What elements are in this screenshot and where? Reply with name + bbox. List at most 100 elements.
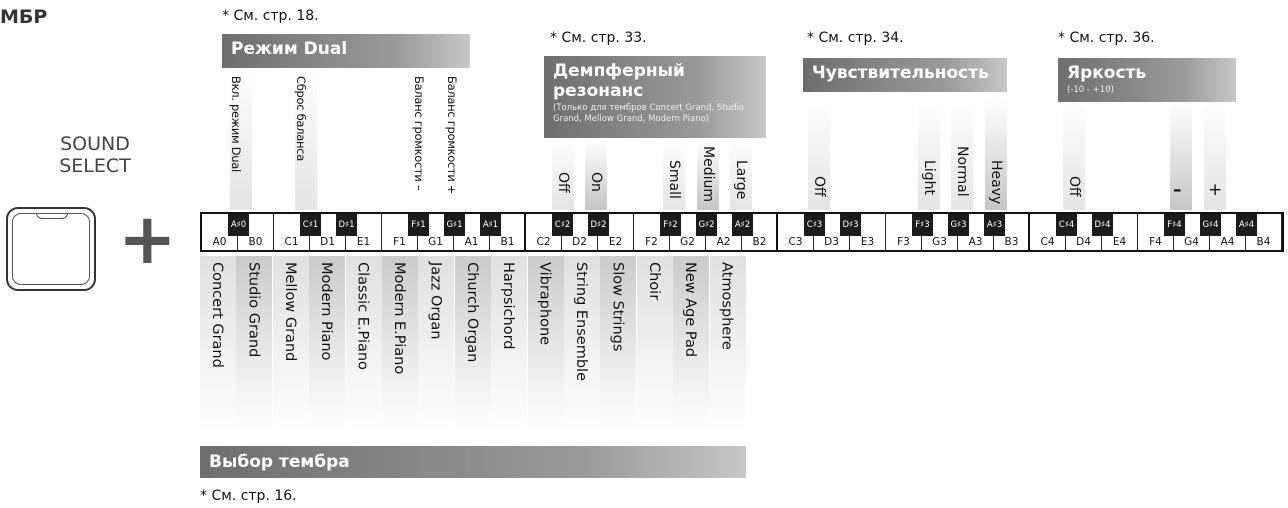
damper-header-title: Демпферный резонанс (553, 61, 685, 101)
dual-strip-1 (230, 68, 252, 210)
white-key-label: E3 (860, 236, 875, 248)
sound-note: * См. стр. 16. (200, 488, 297, 504)
white-key[interactable]: E1 (346, 214, 382, 250)
sound-label: Harpsichord (500, 262, 517, 350)
damper-header: Демпферный резонанс (Только для тембров … (544, 56, 766, 138)
white-key[interactable]: E3 (850, 214, 886, 250)
white-key-label: A1 (464, 236, 479, 248)
black-key[interactable]: C♯1 (300, 214, 321, 236)
black-key[interactable]: G♯3 (948, 214, 969, 236)
white-key-label: E4 (1112, 236, 1127, 248)
label-damper-off: Off (555, 172, 571, 193)
dual-header: Режим Dual (222, 34, 470, 68)
sound-strip (272, 256, 309, 430)
sound-strip (382, 256, 418, 430)
sound-strip (600, 256, 637, 430)
white-key-label: C4 (1040, 236, 1055, 248)
black-key[interactable]: G♯1 (444, 214, 465, 236)
white-key-label: C1 (284, 236, 299, 248)
damper-strip-small (663, 140, 685, 210)
damper-strip-large (730, 140, 752, 210)
black-key[interactable]: F♯3 (912, 214, 933, 236)
sound-label: Church Organ (463, 262, 480, 363)
black-key[interactable]: C♯2 (552, 214, 573, 236)
label-brightness-minus: – (1173, 180, 1182, 200)
black-key[interactable]: A♯2 (732, 214, 753, 236)
white-key-label: B2 (752, 236, 767, 248)
section-title-fragment: МБР (0, 6, 48, 28)
sound-strip (673, 256, 710, 430)
label-touch-heavy: Heavy (988, 160, 1004, 205)
white-key[interactable]: E2 (598, 214, 634, 250)
sound-label: Classic E.Piano (354, 262, 371, 370)
white-key-label: E1 (356, 236, 371, 248)
plus-icon: + (118, 198, 177, 280)
black-key[interactable]: D♯4 (1092, 214, 1113, 236)
brightness-strip-minus (1170, 102, 1192, 210)
black-key[interactable]: A♯0 (228, 214, 249, 236)
label-balance-minus: Баланс громкости – (412, 76, 426, 191)
white-key-label: B4 (1256, 236, 1271, 248)
sound-label: Modern E.Piano (391, 262, 407, 375)
sound-label: Concert Grand (209, 262, 225, 368)
black-key[interactable]: D♯2 (588, 214, 609, 236)
sound-label: Modern Piano (318, 262, 335, 361)
black-key[interactable]: F♯1 (408, 214, 429, 236)
label-balance-plus: Баланс громкости + (445, 76, 459, 195)
brightness-header-title: Яркость (1067, 63, 1147, 83)
sound-strip (527, 256, 564, 430)
sound-label: Atmosphere (718, 262, 735, 350)
white-key[interactable]: B0 (238, 214, 274, 250)
dual-strip-2 (295, 68, 317, 210)
black-key[interactable]: A♯1 (480, 214, 501, 236)
white-key[interactable]: B4 (1246, 214, 1282, 250)
damper-strip-on (585, 140, 607, 210)
sound-strip (454, 256, 491, 430)
sound-strip (491, 256, 528, 430)
touch-note: * См. стр. 34. (807, 30, 904, 46)
black-key[interactable]: C♯3 (804, 214, 825, 236)
black-key[interactable]: D♯3 (840, 214, 861, 236)
white-key-label: G1 (428, 236, 443, 248)
damper-note: * См. стр. 33. (550, 30, 647, 46)
white-key-label: D2 (572, 236, 587, 248)
damper-strip-medium (697, 140, 719, 210)
white-key-label: D1 (320, 236, 335, 248)
damper-strip-off (552, 140, 574, 210)
white-key-label: A2 (716, 236, 731, 248)
touch-strip-heavy (985, 100, 1007, 210)
section-divider (776, 214, 778, 250)
black-key[interactable]: A♯3 (984, 214, 1005, 236)
white-key-label: A3 (968, 236, 983, 248)
sound-label: Jazz Organ (427, 262, 444, 340)
sound-strip (345, 256, 382, 430)
white-key-label: E2 (608, 236, 623, 248)
dual-note: * См. стр. 18. (222, 8, 319, 24)
touch-header: Чувствительность (803, 58, 1007, 92)
sound-select-button[interactable] (6, 207, 96, 291)
sound-select-label: SOUND SELECT (50, 133, 140, 177)
label-touch-normal: Normal (954, 146, 970, 197)
black-key[interactable]: G♯4 (1200, 214, 1221, 236)
label-damper-medium: Medium (700, 146, 716, 202)
touch-strip-off (808, 100, 830, 210)
black-key[interactable]: F♯2 (660, 214, 681, 236)
sound-label: Mellow Grand (281, 262, 298, 362)
white-key[interactable]: E4 (1102, 214, 1138, 250)
white-key-label: C2 (536, 236, 551, 248)
black-key[interactable]: D♯1 (336, 214, 357, 236)
black-key[interactable]: G♯2 (696, 214, 717, 236)
black-key[interactable]: F♯4 (1164, 214, 1185, 236)
sound-label: Vibraphone (536, 262, 553, 346)
sound-strip (564, 256, 600, 430)
black-key[interactable]: C♯4 (1056, 214, 1077, 236)
touch-strip-normal (951, 100, 973, 210)
sound-strip (200, 256, 236, 430)
label-touch-light: Light (921, 160, 937, 195)
white-key-label: B0 (248, 236, 263, 248)
black-key[interactable]: A♯4 (1236, 214, 1257, 236)
white-key-label: G3 (932, 236, 947, 248)
sound-header: Выбор тембра (200, 446, 746, 478)
sound-strip (236, 256, 273, 430)
sound-strip (418, 256, 455, 430)
